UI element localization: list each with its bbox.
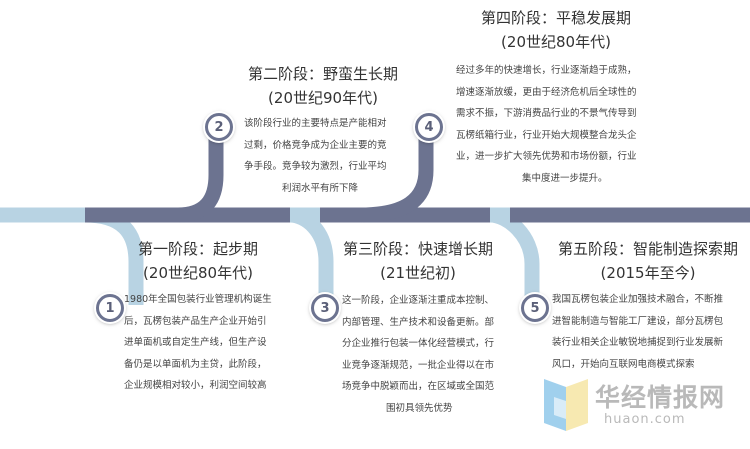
- watermark-name: 华经情报网: [595, 383, 726, 412]
- stage-5-period: (2015年至今): [600, 264, 696, 282]
- stage-4-period: (20世纪80年代): [501, 33, 611, 51]
- stage-5-name: 第五阶段：智能制造探索期: [557, 240, 738, 258]
- stage-2-name: 第二阶段：野蛮生长期: [247, 65, 398, 83]
- stage-2-title: 第二阶段：野蛮生长期 (20世纪90年代): [232, 62, 414, 110]
- stage-4-badge: 4: [415, 113, 443, 141]
- stage-4-title: 第四阶段：平稳发展期 (20世纪80年代): [465, 6, 647, 54]
- stage-5-badge: 5: [521, 294, 549, 322]
- stage-3-badge: 3: [311, 294, 339, 322]
- stage-1-badge: 1: [96, 294, 124, 322]
- stage-5-description: 我国瓦楞包装企业加强技术融合，不断推 进智能制造与智能工厂建设，部分瓦楞包 装行…: [552, 294, 724, 370]
- stage-2-description: 该阶段行业的主要特点是产能相对 过剩，价格竞争成为企业主要的竞 争手段。竞争较为…: [244, 118, 387, 194]
- watermark-url: huaon.com: [604, 412, 686, 427]
- upper-track-4: [359, 130, 434, 223]
- stage-1-title: 第一阶段：起步期 (20世纪80年代): [118, 237, 278, 285]
- stage-1-period: (20世纪80年代): [143, 264, 253, 282]
- stage-3-description: 这一阶段，企业逐渐注重成本控制、 内部管理、生产技术和设备更新。部 分企业推行包…: [342, 295, 495, 414]
- stage-4-description: 经过多年的快速增长，行业逐渐趋于成熟， 增速逐渐放缓，更由于经济危机后全球性的 …: [456, 65, 637, 184]
- stage-1-description: 1980年全国包装行业管理机构诞生 后，瓦楞包装产品生产企业开始引 进单面机或自…: [124, 294, 272, 391]
- upper-track-2: [177, 130, 224, 223]
- stage-2-badge: 2: [205, 113, 233, 141]
- stage-3-period: (21世纪初): [380, 264, 456, 282]
- stage-5-title: 第五阶段：智能制造探索期 (2015年至今): [548, 237, 748, 285]
- watermark-logo: [544, 379, 588, 431]
- stage-2-period: (20世纪90年代): [268, 89, 378, 107]
- stage-3-name: 第三阶段：快速增长期: [342, 240, 493, 258]
- stage-1-name: 第一阶段：起步期: [137, 240, 258, 258]
- stage-3-title: 第三阶段：快速增长期 (21世纪初): [338, 237, 498, 285]
- stage-4-name: 第四阶段：平稳发展期: [480, 9, 631, 27]
